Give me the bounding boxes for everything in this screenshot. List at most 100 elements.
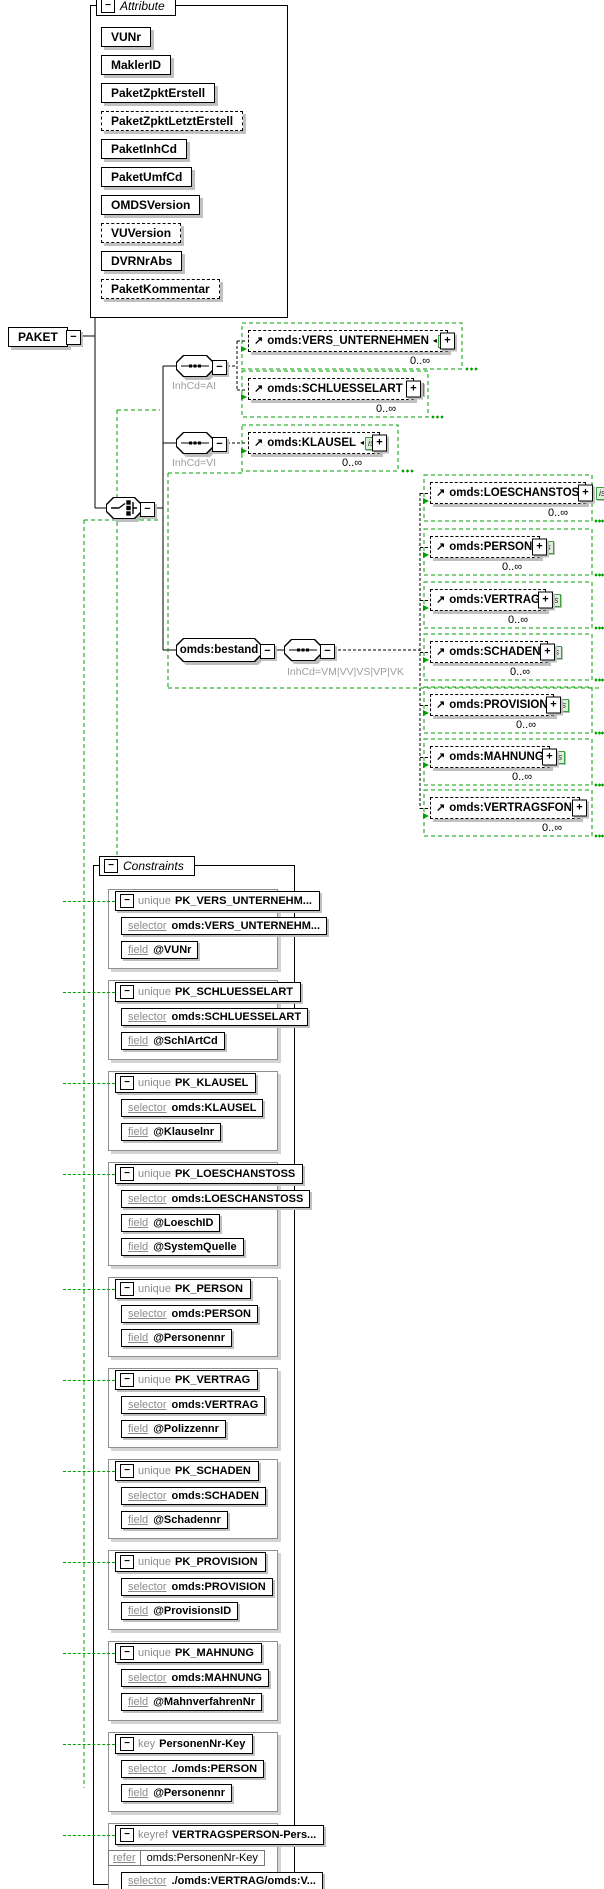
field-row[interactable]: field@SystemQuelle (121, 1238, 244, 1256)
collapse-icon[interactable]: − (120, 894, 134, 908)
paket-collapse-button[interactable]: − (66, 330, 81, 345)
collapse-icon[interactable]: − (120, 1076, 134, 1090)
element-klausel[interactable]: ↗ omds:KLAUSEL ◂is + (241, 432, 387, 454)
collapse-icon[interactable]: − (120, 1373, 134, 1387)
expand-button[interactable]: + (572, 799, 587, 817)
reference-arrow-icon: ↗ (436, 593, 446, 606)
choice-collapse-button[interactable]: − (140, 502, 155, 517)
field-row[interactable]: field@Schadennr (121, 1511, 228, 1529)
element-vers-unternehmen[interactable]: ↗ omds:VERS_UNTERNEHMEN ◂is + (241, 330, 455, 352)
selector-row[interactable]: selector./omds:VERTRAG/omds:V... (121, 1872, 323, 1889)
sequence-compositor-vi[interactable] (176, 432, 214, 454)
constraint-header[interactable]: − unique PK_PROVISION (63, 1552, 266, 1572)
constraint-header[interactable]: − unique PK_KLAUSEL (62, 1073, 257, 1093)
collapse-icon[interactable]: − (120, 1555, 134, 1569)
sequence-vi-collapse-button[interactable]: − (212, 437, 227, 452)
element-schluesselart[interactable]: ↗ omds:SCHLUESSELART ◂is + (241, 378, 425, 400)
element-vertrag[interactable]: ↗ omds:VERTRAG ◂is + (423, 589, 562, 611)
constraint-kind: unique (138, 1374, 172, 1386)
collapse-icon[interactable]: − (120, 985, 134, 999)
constraint-header[interactable]: − unique PK_VERS_UNTERNEHM... (63, 891, 320, 911)
bestand-collapse-button[interactable]: − (260, 644, 275, 659)
constraint-name: PK_LOESCHANSTOSS (175, 1168, 296, 1180)
sequence-compositor-bestand[interactable] (284, 639, 322, 661)
element-vertragsfonds[interactable]: ↗ omds:VERTRAGSFONDS + (423, 797, 588, 819)
constraint-kind: unique (138, 1283, 172, 1295)
attribute-vunr[interactable]: VUNr (101, 27, 152, 47)
attribute-dvrnrabs[interactable]: DVRNrAbs (101, 251, 183, 271)
expand-button[interactable]: + (532, 538, 547, 556)
field-row[interactable]: field@VUNr (121, 941, 199, 959)
sequence-bestand-collapse-button[interactable]: − (320, 644, 335, 659)
field-row[interactable]: field@ProvisionsID (121, 1602, 239, 1620)
expand-button[interactable]: + (538, 591, 553, 609)
expand-button[interactable]: + (546, 696, 561, 714)
sequence-ai-collapse-button[interactable]: − (212, 360, 227, 375)
field-row[interactable]: field@Klauselnr (121, 1123, 222, 1141)
collapse-icon[interactable]: − (120, 1167, 134, 1181)
expand-button[interactable]: + (542, 748, 557, 766)
selector-row[interactable]: selector./omds:PERSON (121, 1760, 265, 1778)
field-row[interactable]: field@Polizzennr (121, 1420, 226, 1438)
attribute-paketinhcd[interactable]: PaketInhCd (101, 139, 188, 159)
collapse-icon[interactable]: − (120, 1737, 134, 1751)
expand-button[interactable]: + (372, 434, 387, 452)
element-loeschanstoss[interactable]: ↗ omds:LOESCHANSTOSS ◂is + (423, 482, 604, 504)
constraint-header[interactable]: − unique PK_MAHNUNG (63, 1643, 262, 1663)
element-bestand[interactable]: omds:bestand (176, 638, 262, 662)
constraint-header[interactable]: − unique PK_LOESCHANSTOSS (62, 1164, 304, 1184)
reference-arrow-icon: ↗ (436, 540, 446, 553)
constraint-header[interactable]: − key PersonenNr-Key (62, 1734, 254, 1754)
collapse-icon[interactable]: − (120, 1828, 134, 1842)
element-provision[interactable]: ↗ omds:PROVISION ◂is + (423, 694, 570, 716)
attribute-paketkommentar[interactable]: PaketKommentar (101, 279, 220, 299)
occurrence-label: 0..∞ (410, 355, 431, 367)
expand-button[interactable]: + (406, 380, 421, 398)
expand-button[interactable]: + (440, 332, 455, 350)
choice-compositor[interactable] (106, 497, 142, 519)
field-row[interactable]: field@MahnverfahrenNr (121, 1693, 262, 1711)
collapse-icon[interactable]: − (120, 1282, 134, 1296)
collapse-icon[interactable]: − (104, 859, 118, 873)
attribute-omdsversion[interactable]: OMDSVersion (101, 195, 201, 215)
field-row[interactable]: field@SchlArtCd (121, 1032, 225, 1050)
expand-button[interactable]: + (540, 643, 555, 661)
sequence-compositor-ai[interactable] (176, 355, 214, 377)
collapse-icon[interactable]: − (101, 0, 115, 13)
constraint-kind: unique (138, 986, 172, 998)
constraint-header[interactable]: − unique PK_PERSON (63, 1279, 251, 1299)
expand-button[interactable]: + (578, 484, 593, 502)
root-element-paket[interactable]: PAKET (8, 327, 68, 347)
collapse-icon[interactable]: − (120, 1646, 134, 1660)
field-row[interactable]: field@Personennr (121, 1329, 233, 1347)
element-mahnung[interactable]: ↗ omds:MAHNUNG ◂is + (423, 746, 566, 768)
field-row[interactable]: field@LoeschID (121, 1214, 221, 1232)
constraint-name: VERTRAGSPERSON-Pers... (171, 1829, 317, 1841)
collapse-icon[interactable]: − (120, 1464, 134, 1478)
attribute-paketzpktletzterstell[interactable]: PaketZpktLetztErstell (101, 111, 244, 131)
element-schaden[interactable]: ↗ omds:SCHADEN ◂is + (423, 641, 563, 663)
constraint-header[interactable]: − unique PK_SCHLUESSELART (62, 982, 302, 1002)
attribute-maklerid[interactable]: MaklerID (101, 55, 172, 75)
attribute-paketumfcd[interactable]: PaketUmfCd (101, 167, 193, 187)
attribute-paketzpkterstell[interactable]: PaketZpktErstell (101, 83, 216, 103)
constraint-header[interactable]: − keyref VERTRAGSPERSON-Pers... (62, 1825, 325, 1845)
field-row[interactable]: field@Personennr (121, 1784, 233, 1802)
constraint-header[interactable]: − unique PK_VERTRAG (62, 1370, 259, 1390)
constraint-header[interactable]: − unique PK_SCHADEN (63, 1461, 259, 1481)
attribute-vuversion[interactable]: VUVersion (101, 223, 182, 243)
element-person[interactable]: ↗ omds:PERSON ◂is + (423, 536, 554, 558)
